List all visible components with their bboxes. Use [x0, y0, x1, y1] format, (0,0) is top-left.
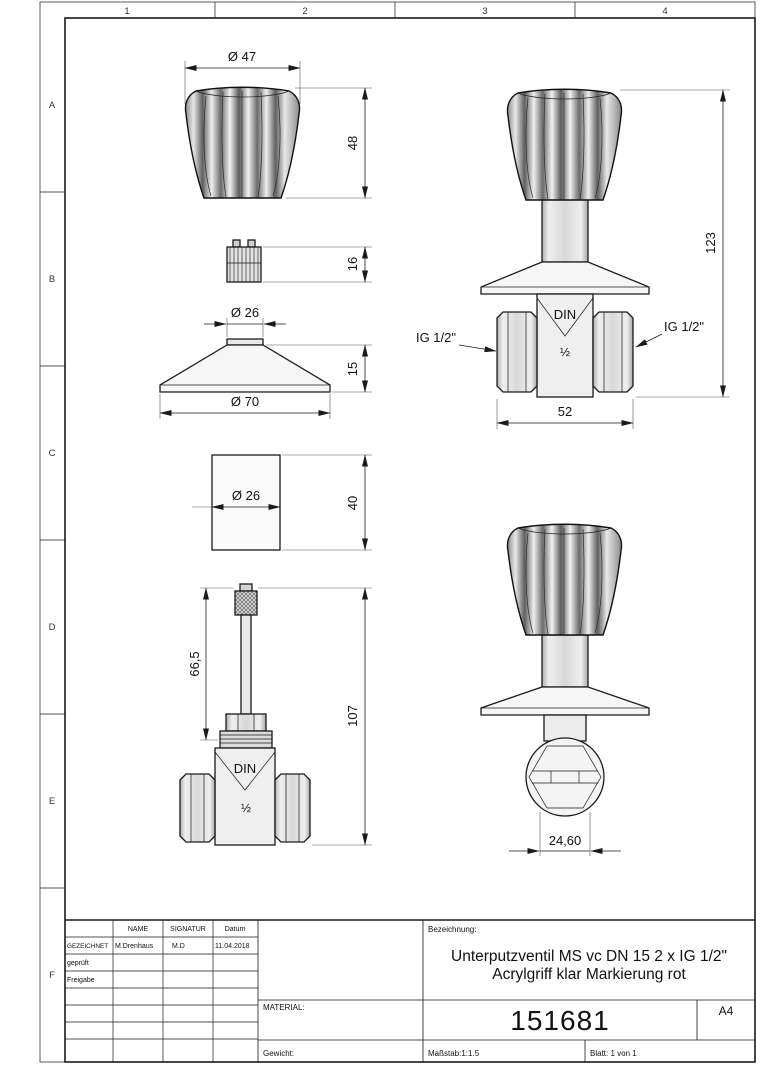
row-label-d: D	[49, 622, 56, 633]
row-drawn-name: M.Drenhaus	[115, 943, 154, 950]
din-marking: DIN	[554, 307, 576, 322]
view-assembly-front: DIN ½ 123 IG 1/2" IG 1/2" 52	[416, 88, 730, 429]
dim-rosette-top-diameter: Ø 26	[231, 305, 259, 320]
view-assembly-side: 24,60	[480, 523, 650, 856]
material-label: MATERIAL:	[263, 1003, 305, 1012]
row-checked-label: geprüft	[67, 960, 89, 967]
dim-insert-length: 107	[345, 705, 360, 727]
row-label-f: F	[49, 970, 55, 981]
row-drawn-label: GEZEICHNET	[67, 943, 108, 950]
row-drawn-datum: 11.04.2018	[215, 943, 250, 950]
weight-label: Gewicht:	[263, 1049, 294, 1058]
drawing-title-line2: Acrylgriff klar Markierung rot	[492, 966, 686, 983]
row-label-b: B	[49, 274, 55, 285]
label-thread-right: IG 1/2"	[664, 319, 704, 334]
dim-rosette-diameter: Ø 70	[231, 394, 259, 409]
din-marking: DIN	[234, 761, 256, 776]
view-rosette: Ø 26 Ø 70 15	[159, 305, 372, 419]
column-label-2: 2	[302, 6, 307, 17]
view-handle-front: Ø 47 48	[184, 49, 372, 199]
paper-format: A4	[719, 1004, 734, 1018]
part-number: 151681	[510, 1005, 609, 1036]
header-signatur: SIGNATUR	[170, 926, 206, 933]
title-block: NAME SIGNATUR Datum GEZEICHNET M.Drenhau…	[65, 919, 755, 1062]
bezeichnung-label: Bezeichnung:	[428, 925, 476, 934]
acrylic-knob	[506, 523, 623, 636]
header-datum: Datum	[225, 926, 246, 933]
row-label-c: C	[49, 448, 56, 459]
label-thread-left: IG 1/2"	[416, 330, 456, 345]
header-name: NAME	[128, 926, 149, 933]
scale-label: Maßstab:1:1.5	[428, 1049, 480, 1058]
drawing-title-line1: Unterputzventil MS vc DN 15 2 x IG 1/2"	[451, 948, 727, 965]
dim-sleeve-diameter: Ø 26	[232, 488, 260, 503]
dim-sleeve-height: 40	[345, 496, 360, 510]
dim-spline-height: 16	[345, 257, 360, 271]
size-marking: ½	[241, 801, 251, 815]
column-label-1: 1	[124, 6, 129, 17]
column-label-4: 4	[662, 6, 667, 17]
dim-rosette-height: 15	[345, 362, 360, 376]
dim-hex-width: 24,60	[549, 833, 582, 848]
row-released-label: Freigabe	[67, 977, 95, 984]
dim-stem-length: 66,5	[187, 651, 202, 676]
dim-body-width: 52	[558, 404, 572, 419]
view-sleeve: Ø 26 40	[192, 454, 372, 551]
dim-handle-height: 48	[345, 136, 360, 150]
column-label-3: 3	[482, 6, 487, 17]
acrylic-knob	[506, 88, 623, 201]
dim-assembly-height: 123	[703, 232, 718, 254]
sheet-frame: 1 2 3 4 A B C D E F	[39, 1, 756, 1063]
view-spline-adapter: 16	[226, 239, 372, 283]
view-valve-insert: DIN ½ 66,5 107	[179, 583, 372, 846]
row-drawn-signatur: M.D	[172, 943, 185, 950]
row-label-e: E	[49, 796, 55, 807]
row-label-a: A	[49, 100, 56, 111]
dim-handle-diameter: Ø 47	[228, 49, 256, 64]
size-marking: ½	[560, 345, 570, 359]
sheet-label: Blatt: 1 von 1	[590, 1049, 637, 1058]
acrylic-knob	[184, 86, 301, 199]
